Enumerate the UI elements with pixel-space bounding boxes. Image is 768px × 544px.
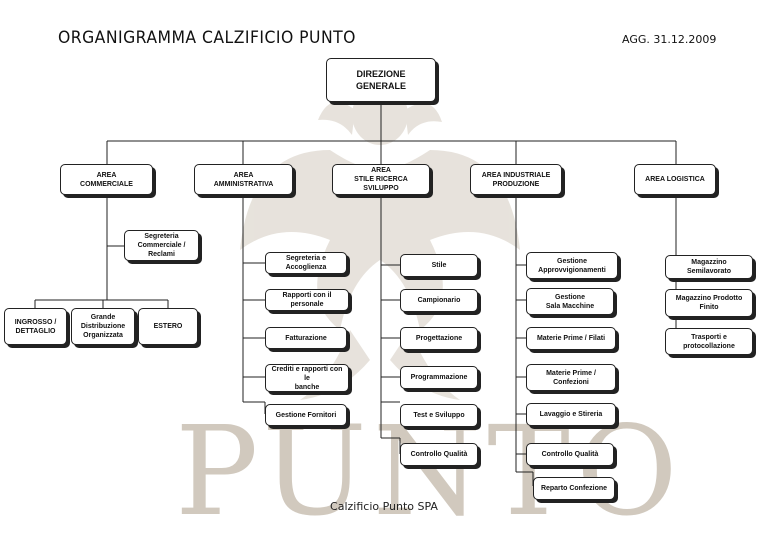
produzione-item-reparto-confezione: Reparto Confezione [533,477,615,500]
estero-box: ESTERO [138,308,198,345]
produzione-item-sala-macchine: Gestione Sala Macchine [526,288,614,315]
amministrativa-item-crediti: Crediti e rapporti con le banche [265,364,349,392]
stile-item-test-sviluppo: Test e Sviluppo [400,404,478,427]
company-name: Calzificio Punto SPA [330,500,438,513]
area-produzione-box: AREA INDUSTRIALE PRODUZIONE [470,164,562,195]
stile-item-programmazione: Programmazione [400,366,478,389]
amministrativa-item-segreteria: Segreteria e Accoglienza [265,252,347,274]
area-amministrativa-box: AREA AMMINISTRATIVA [194,164,293,195]
produzione-item-filati: Materie Prime / Filati [526,327,616,350]
update-date: AGG. 31.12.2009 [622,33,717,46]
amministrativa-item-fatturazione: Fatturazione [265,327,347,349]
produzione-item-controllo-qualita: Controllo Qualità [526,443,614,466]
stile-item-progettazione: Progettazione [400,327,478,350]
area-logistica-box: AREA LOGISTICA [634,164,716,195]
grande-distribuzione-box: Grande Distribuzione Organizzata [71,308,135,345]
watermark-text: PUNTO [175,400,684,544]
area-commerciale-box: AREA COMMERCIALE [60,164,153,195]
logistica-item-trasporti: Trasporti e protocollazione [665,328,753,355]
stile-item-controllo-qualita: Controllo Qualità [400,443,478,466]
ingrosso-dettaglio-box: INGROSSO / DETTAGLIO [4,308,67,345]
logistica-item-semilavorato: Magazzino Semilavorato [665,255,753,279]
area-stile-box: AREA STILE RICERCA SVILUPPO [332,164,430,195]
logistica-item-prodotto-finito: Magazzino Prodotto Finito [665,289,753,317]
segreteria-commerciale-box: Segreteria Commerciale / Reclami [124,230,199,261]
amministrativa-item-personale: Rapporti con il personale [265,289,349,311]
stile-item-stile: Stile [400,254,478,277]
produzione-item-lavaggio: Lavaggio e Stireria [526,403,616,426]
produzione-item-approvvigionamenti: Gestione Approvvigionamenti [526,252,618,279]
produzione-item-confezioni: Materie Prime / Confezioni [526,364,616,391]
direzione-generale-box: DIREZIONE GENERALE [326,58,436,102]
chart-title: ORGANIGRAMMA CALZIFICIO PUNTO [58,28,356,48]
amministrativa-item-fornitori: Gestione Fornitori [265,404,347,426]
stile-item-campionario: Campionario [400,289,478,312]
